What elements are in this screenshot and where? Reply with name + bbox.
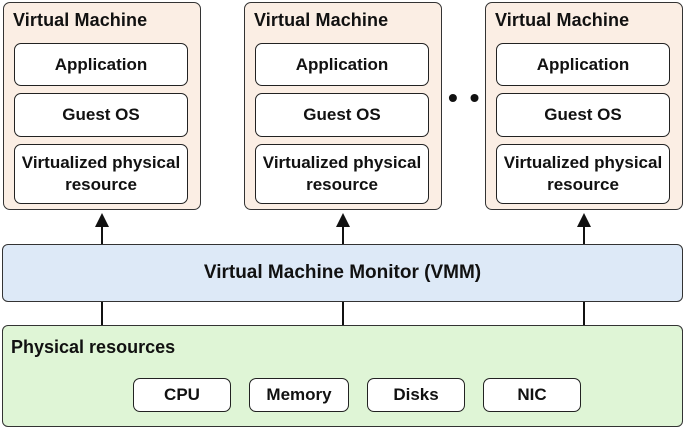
- disks-box: Disks: [367, 378, 465, 412]
- vm-title: Virtual Machine: [13, 10, 148, 30]
- application-box: Application: [496, 43, 670, 86]
- virtualized-resource-line-2: resource: [306, 175, 378, 194]
- virtual-machine-2: Virtual Machine Application Guest OS Vir…: [244, 2, 442, 210]
- virtual-machine-3: Virtual Machine Application Guest OS Vir…: [485, 2, 683, 210]
- virtualized-resource-line-1: Virtualized physical: [262, 153, 422, 172]
- virtualized-resource-line-2: resource: [65, 175, 137, 194]
- guest-os-box: Guest OS: [496, 93, 670, 137]
- application-box: Application: [14, 43, 188, 86]
- physical-resources-panel: Physical resources CPU Memory Disks NIC: [2, 325, 683, 427]
- virtualized-resource-line-1: Virtualized physical: [21, 153, 181, 172]
- physical-resources-title: Physical resources: [11, 337, 176, 357]
- vm-title: Virtual Machine: [254, 10, 389, 30]
- vmm-bar: Virtual Machine Monitor (VMM): [2, 244, 683, 302]
- virtualized-resource-box: Virtualized physical resource: [255, 144, 429, 204]
- guest-os-box: Guest OS: [255, 93, 429, 137]
- guest-os-box: Guest OS: [14, 93, 188, 137]
- cpu-box: CPU: [133, 378, 231, 412]
- virtual-machine-1: Virtual Machine Application Guest OS Vir…: [3, 2, 201, 210]
- nic-box: NIC: [483, 378, 581, 412]
- application-box: Application: [255, 43, 429, 86]
- virtualized-resource-box: Virtualized physical resource: [496, 144, 670, 204]
- vmm-label: Virtual Machine Monitor (VMM): [203, 262, 482, 283]
- memory-box: Memory: [249, 378, 349, 412]
- vm-title: Virtual Machine: [495, 10, 630, 30]
- virtualized-resource-box: Virtualized physical resource: [14, 144, 188, 204]
- virtualized-resource-line-2: resource: [547, 175, 619, 194]
- virtualized-resource-line-1: Virtualized physical: [503, 153, 663, 172]
